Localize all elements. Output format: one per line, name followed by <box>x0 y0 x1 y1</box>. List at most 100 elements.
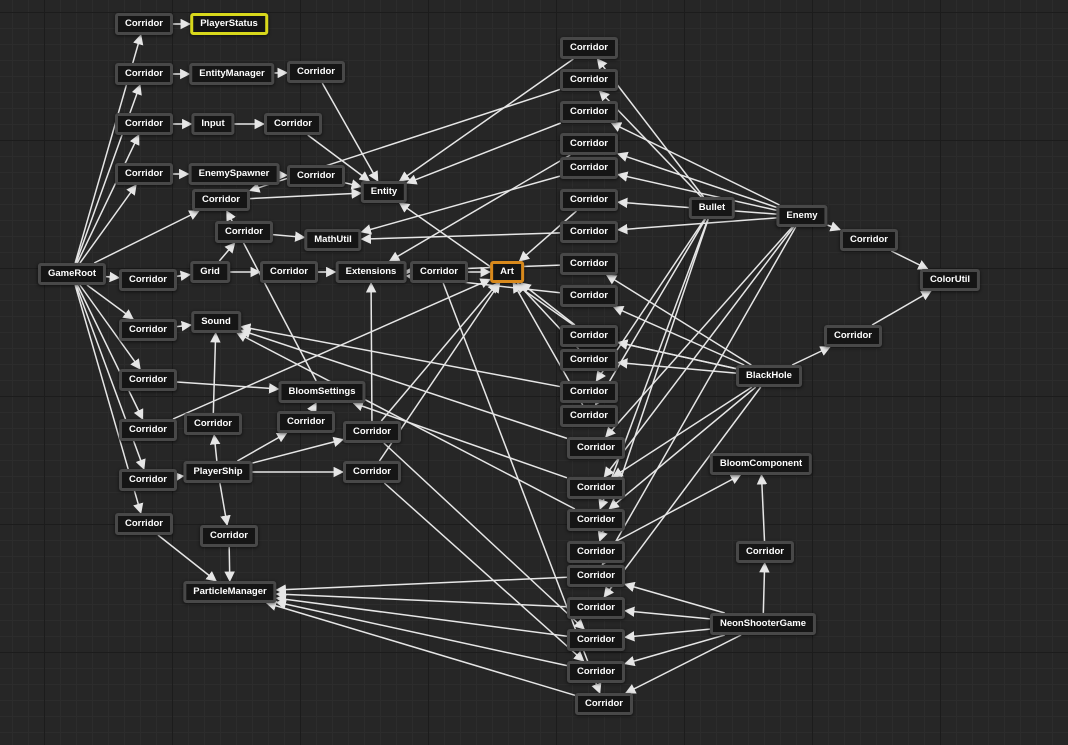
graph-node-c-psh-d[interactable]: Corridor <box>343 461 401 483</box>
graph-node-c-in[interactable]: Corridor <box>115 113 173 135</box>
edge-blackhole-to-r8 <box>605 274 752 366</box>
graph-node-art[interactable]: Art <box>490 261 524 283</box>
graph-node-c-in2[interactable]: Corridor <box>264 113 322 135</box>
edge-blackhole-to-r12 <box>616 358 737 374</box>
edge-playership-to-c-pm2 <box>219 482 231 527</box>
edge-r10-to-art <box>520 282 576 326</box>
graph-node-c-ps[interactable]: Corridor <box>115 13 173 35</box>
graph-node-bullet[interactable]: Bullet <box>688 197 736 219</box>
edge-r5-to-mathutil <box>360 175 561 235</box>
graph-node-extensions[interactable]: Extensions <box>335 261 407 283</box>
graph-node-r3[interactable]: Corridor <box>560 101 618 123</box>
graph-node-r1[interactable]: Corridor <box>560 37 618 59</box>
edge-playership-to-c-psh-c <box>252 436 345 464</box>
graph-node-c-bh-cu[interactable]: Corridor <box>824 325 882 347</box>
graph-node-gameroot[interactable]: GameRoot <box>37 263 107 285</box>
graph-node-grid[interactable]: Grid <box>190 261 230 283</box>
graph-node-r18[interactable]: Corridor <box>567 541 625 563</box>
edge-gameroot-to-c-ent <box>93 210 200 264</box>
graph-node-bloomsettings[interactable]: BloomSettings <box>278 381 366 403</box>
graph-node-mathutil[interactable]: MathUtil <box>304 229 362 251</box>
graph-node-r20[interactable]: Corridor <box>567 597 625 619</box>
graph-node-r17[interactable]: Corridor <box>567 509 625 531</box>
graph-node-r23[interactable]: Corridor <box>575 693 633 715</box>
graph-node-playerstatus[interactable]: PlayerStatus <box>190 13 268 35</box>
graph-node-r12[interactable]: Corridor <box>560 349 618 371</box>
edge-c-en-cu-to-colorutil <box>890 250 929 270</box>
graph-node-r5[interactable]: Corridor <box>560 157 618 179</box>
graph-node-c-psh-a[interactable]: Corridor <box>184 413 242 435</box>
graph-node-c-mu[interactable]: Corridor <box>215 221 273 243</box>
edge-r6-to-art <box>518 210 577 262</box>
graph-node-c-em[interactable]: Corridor <box>115 63 173 85</box>
edge-r11-to-entity <box>398 202 574 326</box>
graph-node-sound[interactable]: Sound <box>191 311 241 333</box>
graph-node-r16[interactable]: Corridor <box>567 477 625 499</box>
edge-blackhole-to-r20 <box>603 386 762 598</box>
edge-blackhole-to-r17 <box>608 386 757 510</box>
edge-r13-to-sound <box>239 323 561 388</box>
graph-node-c-gr[interactable]: Corridor <box>119 269 177 291</box>
graph-node-r6[interactable]: Corridor <box>560 189 618 211</box>
graph-node-r14[interactable]: Corridor <box>560 405 618 427</box>
graph-node-c-en-cu[interactable]: Corridor <box>840 229 898 251</box>
graph-node-r9[interactable]: Corridor <box>560 285 618 307</box>
graph-node-blackhole[interactable]: BlackHole <box>736 365 802 387</box>
graph-node-neonshootergame[interactable]: NeonShooterGame <box>709 613 817 635</box>
edge-c-ent-to-entity <box>249 188 363 200</box>
graph-node-c-psh-c[interactable]: Corridor <box>343 421 401 443</box>
graph-node-c-psh-b[interactable]: Corridor <box>277 411 335 433</box>
edge-neonshootergame-to-r20 <box>623 606 711 620</box>
edge-r22-to-particlemanager <box>275 599 568 667</box>
graph-node-c-psh[interactable]: Corridor <box>119 469 177 491</box>
graph-node-r4[interactable]: Corridor <box>560 133 618 155</box>
graph-node-input[interactable]: Input <box>191 113 235 135</box>
edge-c-pm2-to-particlemanager <box>224 546 235 583</box>
graph-node-r8[interactable]: Corridor <box>560 253 618 275</box>
graph-node-enemyspawner[interactable]: EnemySpawner <box>188 163 280 185</box>
graph-node-r7[interactable]: Corridor <box>560 221 618 243</box>
edge-enemy-to-r7 <box>616 217 777 235</box>
edge-c-mu-to-mathutil <box>272 231 306 242</box>
graph-node-c-es[interactable]: Corridor <box>115 163 173 185</box>
graph-node-c-bs[interactable]: Corridor <box>119 369 177 391</box>
edge-c-bs-to-bloomsettings <box>176 381 280 394</box>
edge-neonshootergame-to-r21 <box>623 628 711 642</box>
edge-blackhole-to-r16 <box>612 386 753 478</box>
graph-node-c-ent[interactable]: Corridor <box>192 189 250 211</box>
graph-node-r13[interactable]: Corridor <box>560 381 618 403</box>
graph-node-enemy[interactable]: Enemy <box>776 205 828 227</box>
graph-node-c-pm2[interactable]: Corridor <box>200 525 258 547</box>
graph-node-colorutil[interactable]: ColorUtil <box>919 269 981 291</box>
graph-node-entitymanager[interactable]: EntityManager <box>189 63 275 85</box>
edge-blackhole-to-r9 <box>612 306 745 366</box>
edge-r19-to-particlemanager <box>275 576 568 595</box>
edge-c-psh-c-to-art <box>380 282 499 422</box>
edge-enemy-to-r5 <box>616 171 777 211</box>
edge-enemy-to-r4 <box>617 151 777 209</box>
graph-node-bloomcomponent[interactable]: BloomComponent <box>709 453 813 475</box>
graph-node-r21[interactable]: Corridor <box>567 629 625 651</box>
graph-node-r11[interactable]: Corridor <box>560 325 618 347</box>
graph-node-entity[interactable]: Entity <box>360 181 408 203</box>
graph-node-playership[interactable]: PlayerShip <box>183 461 253 483</box>
graph-node-c-art[interactable]: Corridor <box>119 419 177 441</box>
graph-node-r15[interactable]: Corridor <box>567 437 625 459</box>
graph-node-particlemanager[interactable]: ParticleManager <box>183 581 277 603</box>
edge-r15-to-sound <box>240 328 568 440</box>
graph-node-r19[interactable]: Corridor <box>567 565 625 587</box>
graph-node-c-em2[interactable]: Corridor <box>287 61 345 83</box>
graph-node-c-ex2[interactable]: Corridor <box>410 261 468 283</box>
edge-r7-to-mathutil <box>360 232 561 245</box>
graph-node-r2[interactable]: Corridor <box>560 69 618 91</box>
graph-node-r22[interactable]: Corridor <box>567 661 625 683</box>
graph-node-c-nsg[interactable]: Corridor <box>736 541 794 563</box>
graph-node-c-es2[interactable]: Corridor <box>287 165 345 187</box>
edge-neonshootergame-to-r19 <box>623 581 725 614</box>
graph-node-c-pm[interactable]: Corridor <box>115 513 173 535</box>
graph-node-c-gr2[interactable]: Corridor <box>260 261 318 283</box>
graph-node-c-so[interactable]: Corridor <box>119 319 177 341</box>
edge-c-psh-b-to-bloomsettings <box>307 402 317 414</box>
